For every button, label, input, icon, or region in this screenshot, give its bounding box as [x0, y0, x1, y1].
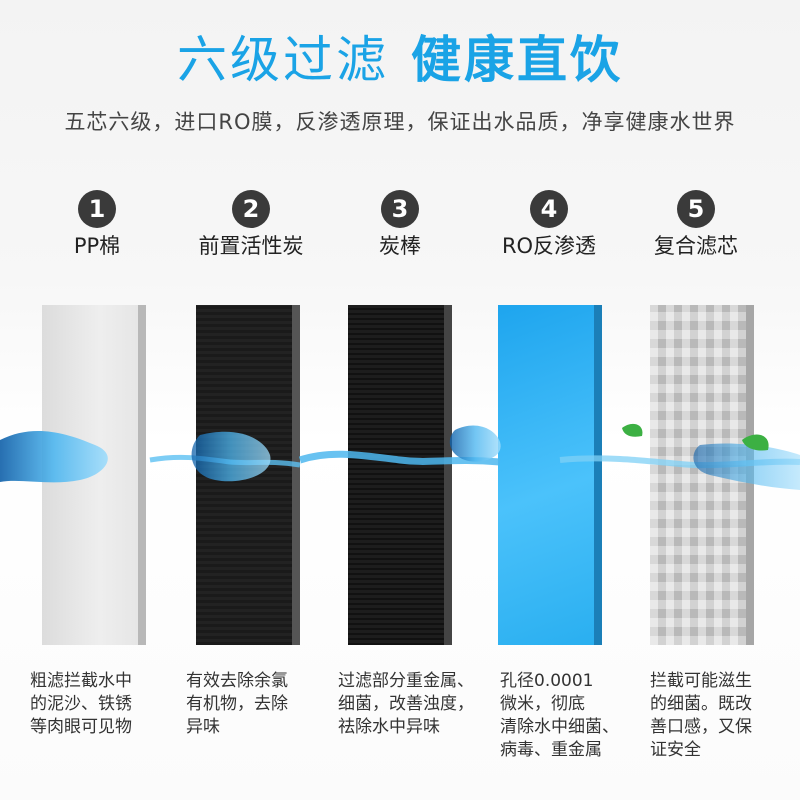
panel-edge: [292, 305, 300, 645]
stage-2-number-badge: 2: [232, 190, 270, 228]
subtitle: 五芯六级，进口RO膜，反渗透原理，保证出水品质，净享健康水世界: [64, 110, 736, 134]
stage-5-description: 拦截可能滋生 的细菌。既改 善口感，又保 证安全: [650, 670, 780, 762]
water-splash-3: [449, 425, 501, 462]
stage-4-description: 孔径0.0001 微米，彻底 清除水中细菌、 病毒、重金属: [500, 670, 650, 762]
stage-2-description: 有效去除余氯 有机物，去除 异味: [186, 670, 336, 739]
stage-3-number-badge: 3: [381, 190, 419, 228]
desc-line: 过滤部分重金属、: [338, 671, 474, 691]
panel-edge: [746, 305, 754, 645]
panel-edge: [594, 305, 602, 645]
stage-1-label: PP棉: [73, 234, 121, 258]
stage-2-label: 前置活性炭: [198, 234, 304, 258]
desc-line: 的泥沙、铁锈: [30, 694, 132, 714]
desc-line: 异味: [186, 717, 220, 737]
page-title: 六级过滤健康直饮: [0, 28, 800, 92]
desc-line: 的细菌。既改: [650, 694, 752, 714]
desc-line: 拦截可能滋生: [650, 671, 752, 691]
stage-5-label: 复合滤芯: [654, 234, 738, 258]
desc-line: 病毒、重金属: [500, 740, 602, 760]
stage-1-number-badge: 1: [78, 190, 116, 228]
desc-line: 等肉眼可见物: [30, 717, 132, 737]
desc-line: 证安全: [650, 740, 701, 760]
leaf-icon: [622, 423, 643, 437]
stage-4-label: RO反渗透: [501, 234, 597, 258]
carbon-rod-face: [348, 305, 444, 645]
pp-cotton-face: [42, 305, 138, 645]
title-light: 六级过滤: [177, 31, 389, 89]
desc-line: 祛除水中异味: [338, 717, 440, 737]
stage-1-filter-panel: [42, 305, 146, 645]
desc-line: 有机物，去除: [186, 694, 288, 714]
stage-5-filter-panel: [650, 305, 754, 645]
stage-3-description: 过滤部分重金属、 细菌，改善浊度， 祛除水中异味: [338, 670, 488, 739]
desc-line: 孔径0.0001: [500, 671, 594, 691]
stage-5-number-badge: 5: [677, 190, 715, 228]
desc-line: 有效去除余氯: [186, 671, 288, 691]
desc-line: 清除水中细菌、: [500, 717, 619, 737]
composite-filter-face: [650, 305, 746, 645]
ro-membrane-face: [498, 305, 594, 645]
desc-line: 粗滤拦截水中: [30, 671, 132, 691]
stage-1-description: 粗滤拦截水中 的泥沙、铁锈 等肉眼可见物: [30, 670, 180, 739]
desc-line: 善口感，又保: [650, 717, 752, 737]
stage-2-filter-panel: [196, 305, 300, 645]
stage-4-filter-panel: [498, 305, 602, 645]
stage-4-number-badge: 4: [530, 190, 568, 228]
stage-3-filter-panel: [348, 305, 452, 645]
desc-line: 微米，彻底: [500, 694, 585, 714]
panel-edge: [444, 305, 452, 645]
title-bold: 健康直饮: [411, 31, 623, 89]
stage-3-label: 炭棒: [379, 234, 421, 258]
desc-line: 细菌，改善浊度，: [338, 694, 474, 714]
carbon-face: [196, 305, 292, 645]
panel-edge: [138, 305, 146, 645]
